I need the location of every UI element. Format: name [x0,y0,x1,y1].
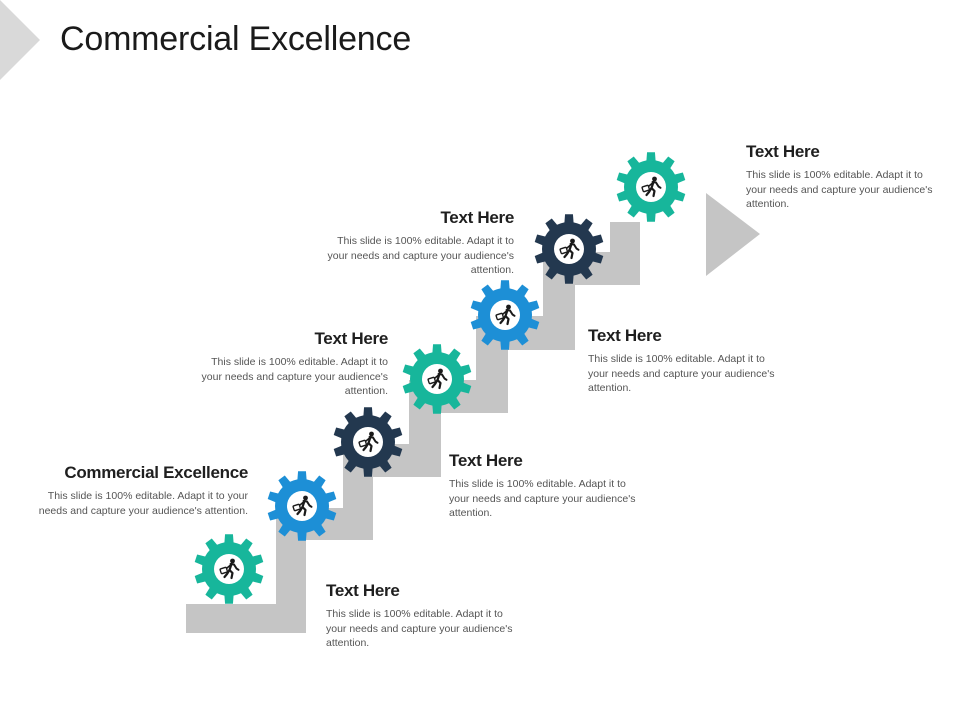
text-block-body: This slide is 100% editable. Adapt it to… [38,490,248,517]
text-block-heading: Text Here [314,329,388,348]
gear-7 [615,151,687,223]
gear-shape [534,214,604,284]
text-block-body: This slide is 100% editable. Adapt it to… [201,356,388,397]
gear-3 [332,406,404,478]
corner-decoration [0,0,40,80]
text-block-4: Text Here This slide is 100% editable. A… [190,329,389,399]
gear-shape [470,280,540,350]
text-block-7: Text Here This slide is 100% editable. A… [746,142,936,212]
gear-shape [267,471,337,541]
gear-shape [616,152,686,222]
text-block-body: This slide is 100% editable. Adapt it to… [746,169,933,210]
text-block-heading: Commercial Excellence [64,463,248,482]
text-block-3: Text Here This slide is 100% editable. A… [449,451,649,521]
gear-1 [193,533,265,605]
text-block-body: This slide is 100% editable. Adapt it to… [327,235,514,276]
person-walking-with-briefcase-icon [641,176,662,198]
text-block-body: This slide is 100% editable. Adapt it to… [326,608,513,649]
gear-shape [402,344,472,414]
person-walking-with-briefcase-icon [358,431,379,453]
gear-2 [266,470,338,542]
text-block-body: This slide is 100% editable. Adapt it to… [449,478,636,519]
gear-shape [194,534,264,604]
gear-6 [533,213,605,285]
text-block-1: Text Here This slide is 100% editable. A… [326,581,526,651]
text-block-body: This slide is 100% editable. Adapt it to… [588,353,775,394]
person-walking-with-briefcase-icon [427,368,448,390]
text-block-2: Commercial Excellence This slide is 100%… [28,463,249,518]
gear-5 [469,279,541,351]
person-walking-with-briefcase-icon [559,238,580,260]
text-block-6: Text Here This slide is 100% editable. A… [314,208,515,278]
text-block-5: Text Here This slide is 100% editable. A… [588,326,788,396]
text-block-heading: Text Here [746,142,820,161]
staircase-arrow-shape [186,193,760,633]
gear-shape [333,407,403,477]
corner-triangle [0,0,40,80]
person-walking-with-briefcase-icon [495,304,516,326]
text-block-heading: Text Here [588,326,662,345]
text-block-heading: Text Here [449,451,523,470]
text-block-heading: Text Here [440,208,514,227]
person-walking-with-briefcase-icon [219,558,240,580]
person-walking-with-briefcase-icon [292,495,313,517]
text-block-heading: Text Here [326,581,400,600]
gear-4 [401,343,473,415]
page-title: Commercial Excellence [60,20,412,58]
